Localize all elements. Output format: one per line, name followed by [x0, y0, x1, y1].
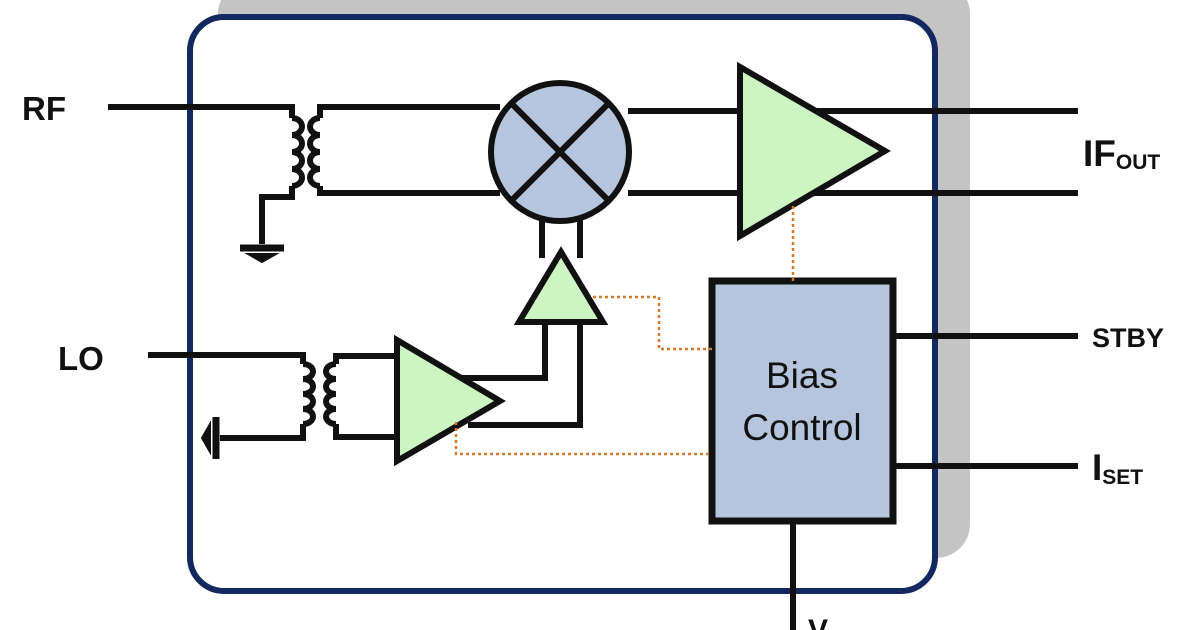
- rf-label: RF: [22, 90, 66, 127]
- bias-line-lo-amp: [454, 422, 712, 456]
- mixer-icon: [488, 80, 632, 224]
- iset-label: ISET: [1092, 447, 1143, 489]
- rf-ground-icon: [240, 244, 284, 264]
- rf-transformer-icon: [291, 115, 321, 189]
- lo-secondary-bottom: [333, 424, 395, 440]
- lo-label: LO: [58, 340, 104, 377]
- stby-label: STBY: [1092, 323, 1164, 353]
- lo-amplifier-icon: [394, 334, 506, 467]
- bias-control-line2: Control: [742, 407, 861, 448]
- if-out-label-main: IF: [1083, 133, 1116, 174]
- rf-input-wire: [108, 104, 295, 118]
- if-amplifier-icon: [737, 61, 891, 242]
- lo-amp-out-bottom: [468, 322, 583, 428]
- lo-ground-wire: [220, 424, 306, 441]
- lo-transformer-icon: [302, 361, 337, 427]
- bias-control-block: [708, 277, 897, 525]
- rf-ground-wire: [259, 186, 295, 244]
- if-out-label-sub: OUT: [1116, 151, 1161, 174]
- bias-control-line1: Bias: [766, 355, 838, 396]
- lo-ground-icon: [200, 417, 220, 459]
- lo-amp-out-top: [452, 322, 548, 381]
- supply-label: V: [808, 614, 828, 630]
- lo-secondary-top: [333, 353, 395, 364]
- bias-line-driver: [593, 295, 712, 351]
- if-out-label: IFOUT: [1083, 133, 1160, 174]
- lo-driver-amplifier-icon: [513, 246, 609, 325]
- iset-label-main: I: [1092, 447, 1102, 488]
- rf-secondary-top: [317, 104, 500, 118]
- rf-secondary-bottom: [317, 186, 500, 196]
- iset-label-sub: SET: [1102, 466, 1143, 489]
